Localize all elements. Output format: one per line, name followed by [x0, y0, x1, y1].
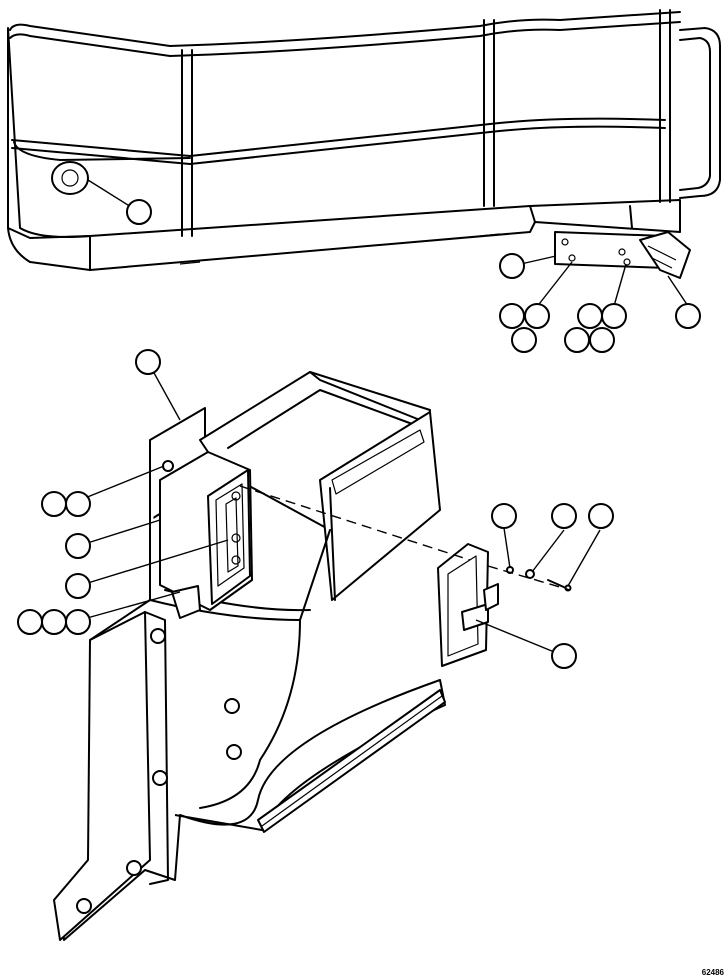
callout-bubble [675, 303, 701, 329]
callout-bubble [511, 327, 537, 353]
callouts [17, 199, 701, 669]
callout-bubble [17, 609, 43, 635]
callout-bubble [499, 303, 525, 329]
latch-plate [437, 543, 489, 667]
fender-assembly [53, 371, 572, 941]
callout-bubble [589, 327, 615, 353]
nut [162, 460, 174, 472]
bolt [226, 744, 242, 760]
bolt [150, 628, 166, 644]
bolt [76, 898, 92, 914]
callout-bubble [564, 327, 590, 353]
callout-bubble [499, 253, 525, 279]
mounting-plate [53, 611, 151, 941]
bolt [126, 860, 142, 876]
callout-bubble [41, 491, 67, 517]
screw [547, 579, 567, 589]
knob [171, 585, 201, 619]
callout-bubble [65, 609, 91, 635]
callout-bubble [126, 199, 152, 225]
callout-bubble [135, 349, 161, 375]
callout-bubble [601, 303, 627, 329]
callout-bubble [41, 609, 67, 635]
bolt [152, 770, 168, 786]
callout-bubble [65, 573, 91, 599]
callout-bubble [491, 503, 517, 529]
figure-number: 62486 [701, 968, 724, 977]
callout-bubble [65, 533, 91, 559]
callout-bubble [524, 303, 550, 329]
callout-bubble [65, 491, 91, 517]
bolt [224, 698, 240, 714]
beacon-light [51, 161, 89, 195]
callout-bubble [551, 503, 577, 529]
callout-bubble [588, 503, 614, 529]
callout-bubble [551, 643, 577, 669]
handrail-platform [7, 9, 721, 279]
callout-bubble [577, 303, 603, 329]
